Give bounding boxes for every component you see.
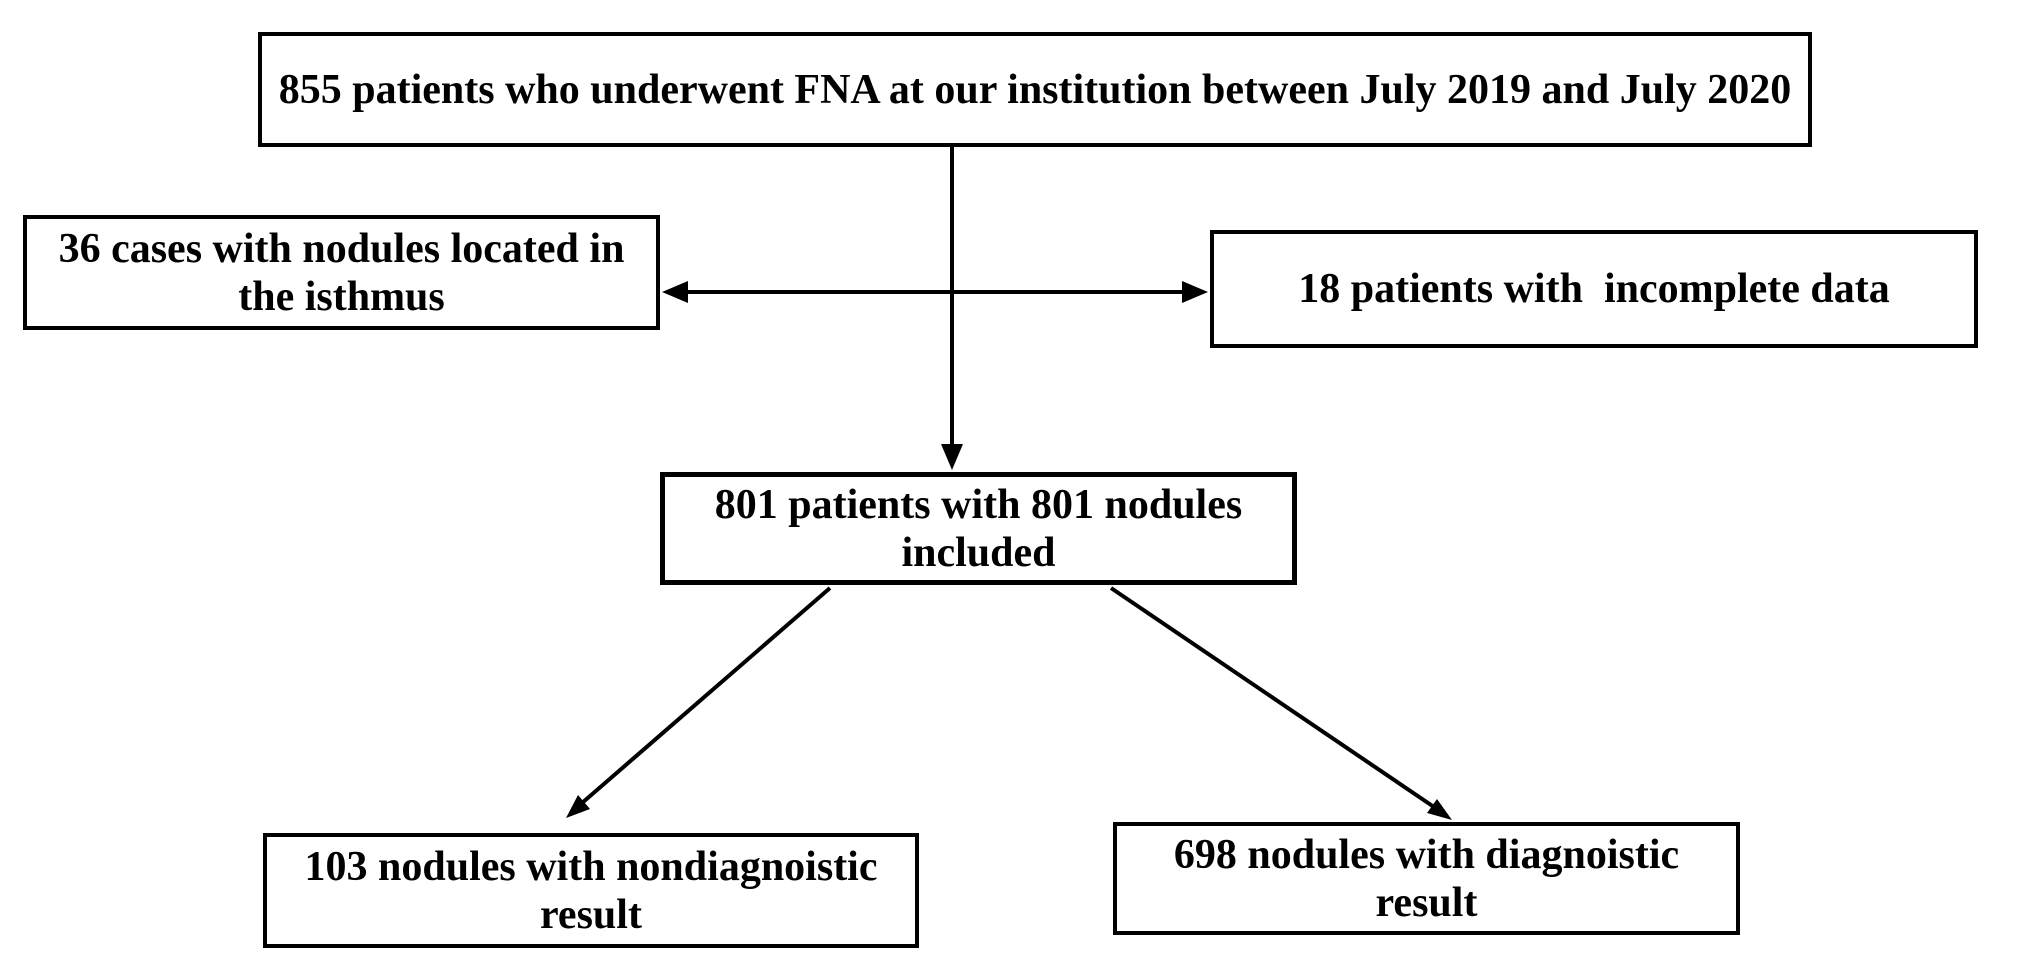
node-text-line: included xyxy=(901,529,1056,576)
node-text-line: result xyxy=(1375,879,1478,926)
node-included-patients: 801 patients with 801 nodules included xyxy=(660,472,1297,585)
node-text-line: 855 patients who underwent FNA at our in… xyxy=(278,66,1792,113)
node-diagnostic-result: 698 nodules with diagnoistic result xyxy=(1113,822,1740,935)
arrowhead-right-incomplete xyxy=(1182,281,1208,303)
node-excluded-incomplete-data: 18 patients with incomplete data xyxy=(1210,230,1978,348)
node-text-line: result xyxy=(540,891,642,938)
node-text-line: 698 nodules with diagnoistic xyxy=(1173,831,1680,878)
node-fna-total-patients: 855 patients who underwent FNA at our in… xyxy=(258,32,1812,147)
node-text-line: 18 patients with incomplete data xyxy=(1298,266,1890,312)
arrowhead-diagnostic xyxy=(1427,799,1452,820)
node-nondiagnostic-result: 103 nodules with nondiagnoistic result xyxy=(263,833,919,948)
arrowhead-nondiagnostic xyxy=(566,795,590,818)
node-text-line: 801 patients with 801 nodules xyxy=(714,481,1243,528)
connector-included-to-nondiagnostic xyxy=(580,586,832,805)
node-text-line: 103 nodules with nondiagnoistic xyxy=(304,843,878,890)
node-text-line: the isthmus xyxy=(238,273,445,320)
arrowhead-left-isthmus xyxy=(662,281,688,303)
arrowhead-down-included xyxy=(941,444,963,470)
connector-included-to-diagnostic xyxy=(1109,586,1436,809)
node-excluded-isthmus: 36 cases with nodules located in the ist… xyxy=(23,215,660,330)
node-text-line: 36 cases with nodules located in xyxy=(58,225,625,272)
